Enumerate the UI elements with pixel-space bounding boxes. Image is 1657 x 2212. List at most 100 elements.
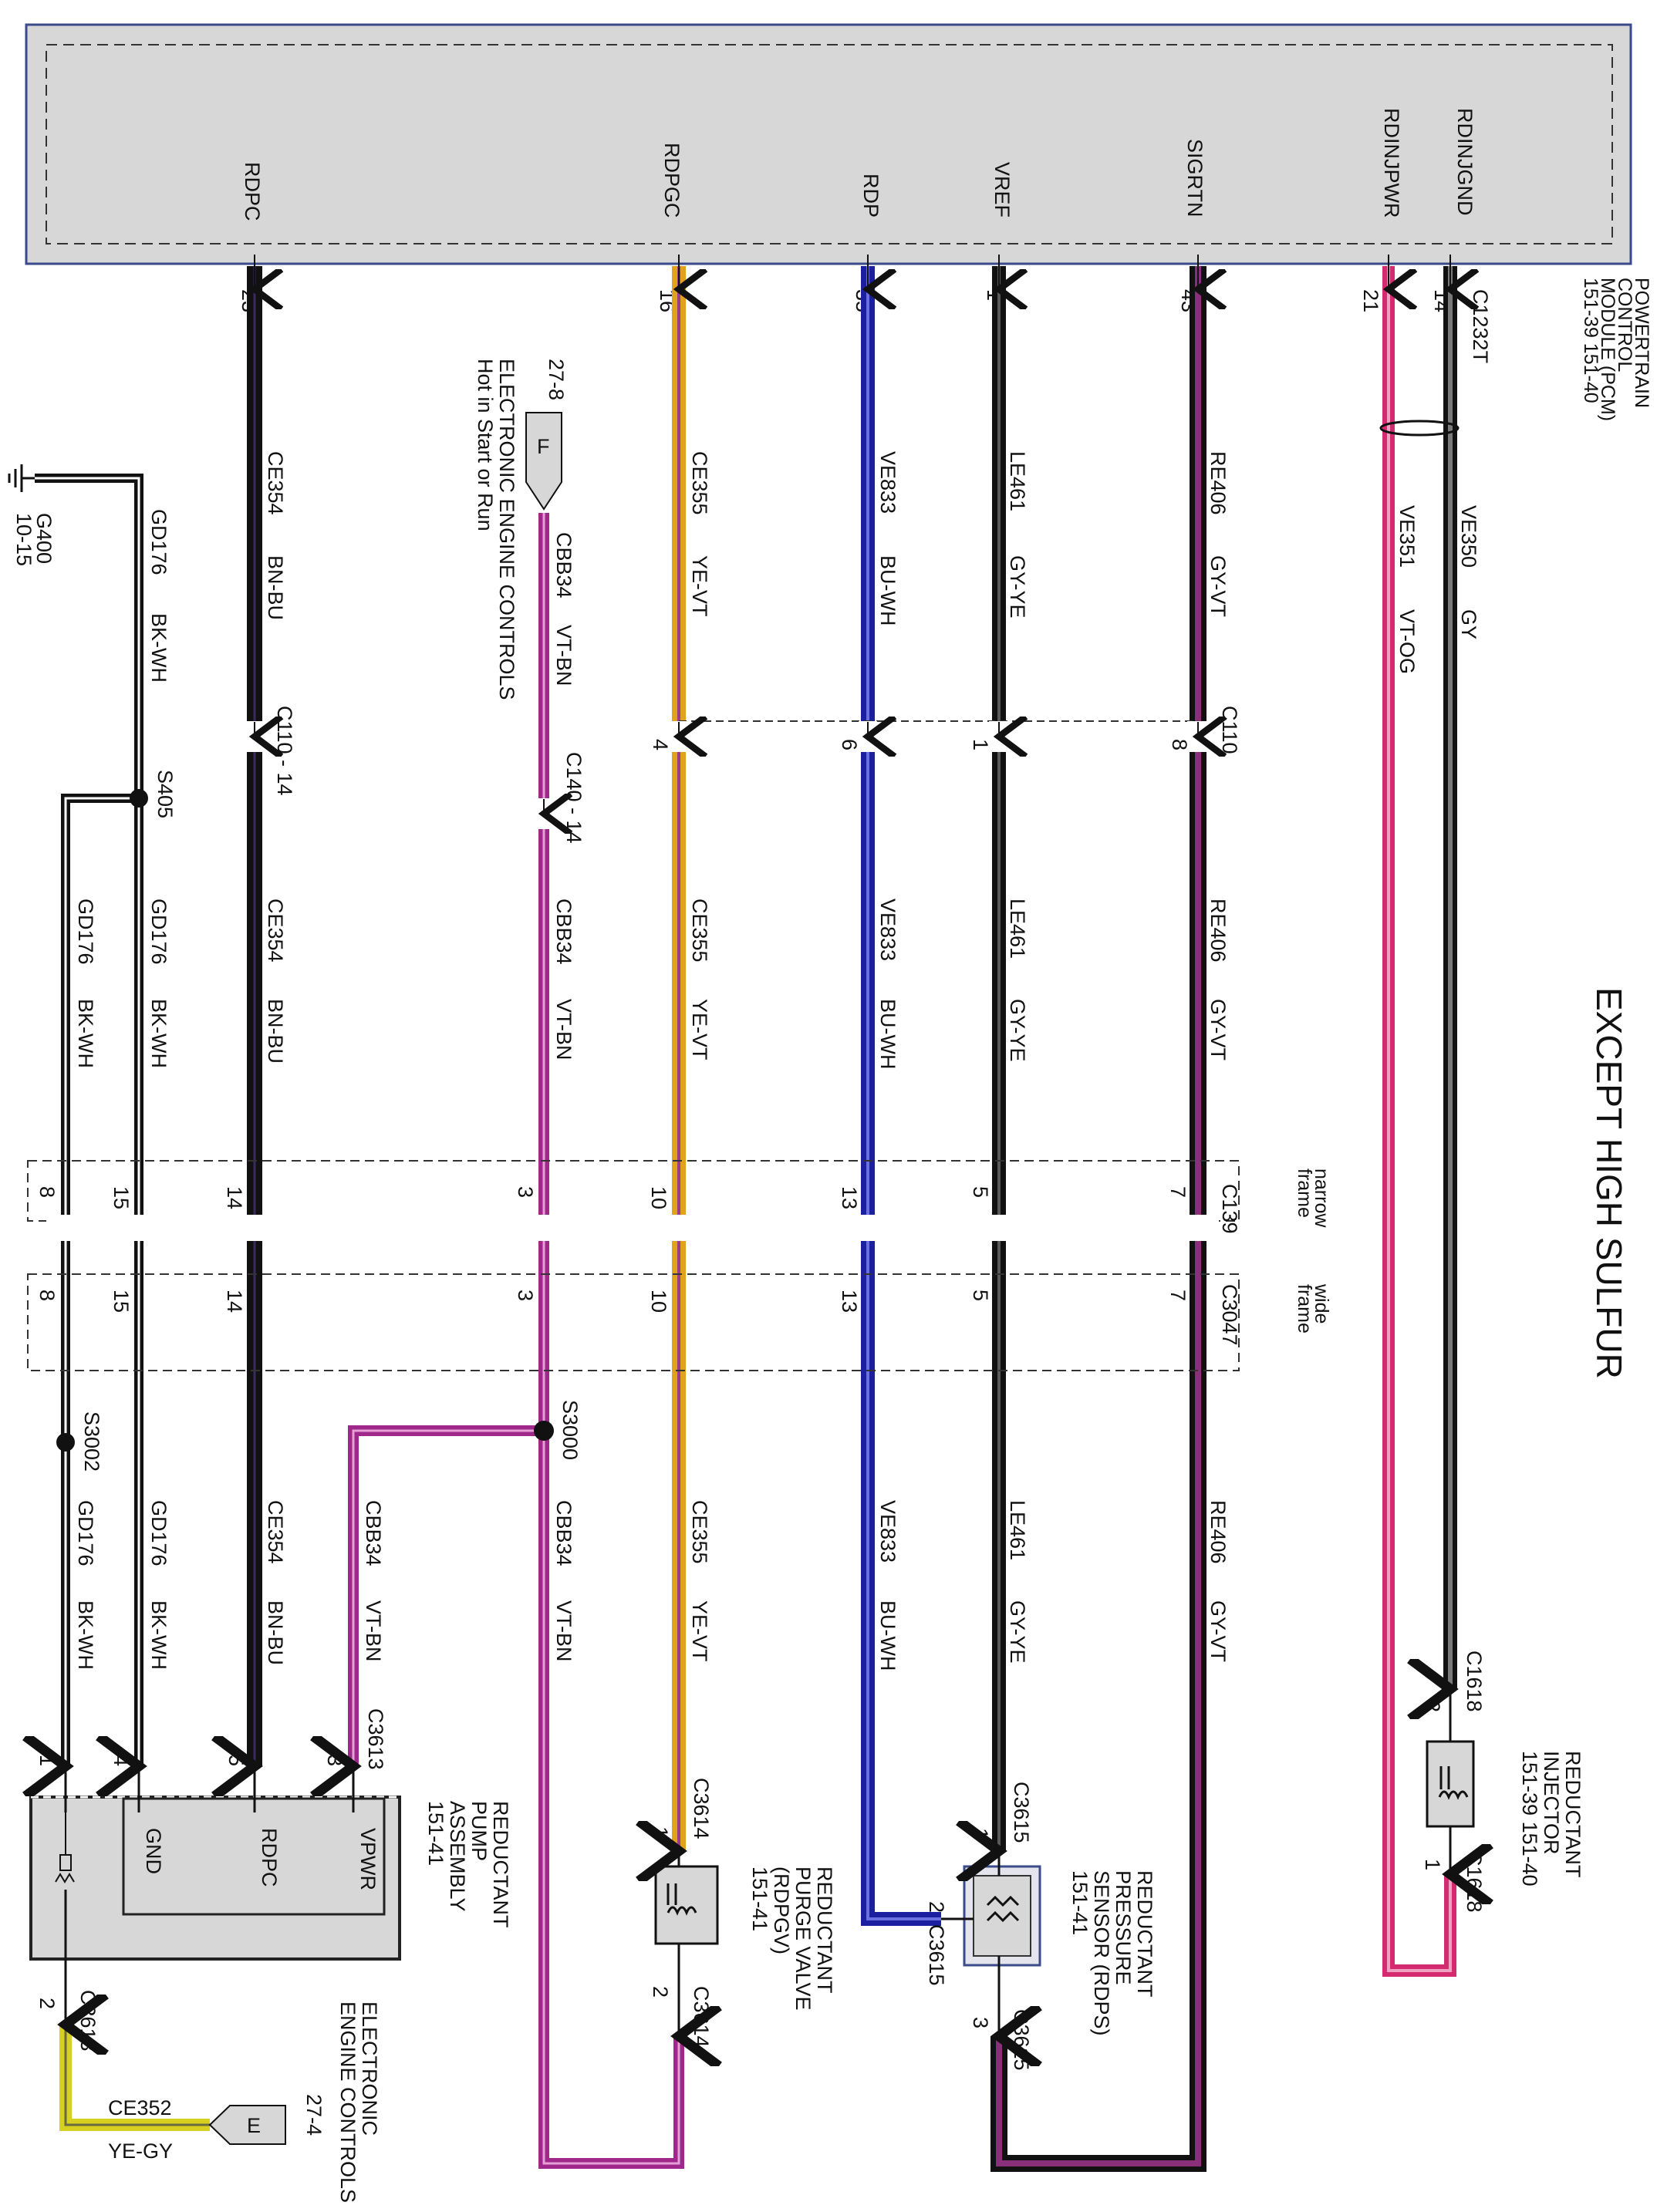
ground-g400-icon <box>8 464 35 492</box>
wire-ve833-color: BU-WH <box>876 1600 899 1671</box>
pin-label: 2 <box>925 1901 948 1913</box>
rdps-line-2: PRESSURE <box>1112 1870 1135 1985</box>
pin-label: 1 <box>1421 1859 1444 1870</box>
wire-ce354-color: BN-BU <box>264 999 287 1064</box>
connector-c110-label: C110 <box>1218 706 1241 754</box>
connector-c3614-label: C3614 <box>690 1986 713 2048</box>
splice-s3000-label: S3000 <box>559 1400 582 1460</box>
splice-s3000 <box>534 1421 554 1441</box>
ground-g400-page: 10-15 <box>12 513 35 566</box>
wire-gd176-circuit: GD176 <box>147 899 170 965</box>
diagram-title: EXCEPT HIGH SULFUR <box>1589 987 1629 1379</box>
wire-ce352-circuit: CE352 <box>108 2096 172 2119</box>
pcm-pin-number: 21 <box>1359 289 1382 312</box>
wire-ce352-color: YE-GY <box>108 2140 173 2163</box>
pin-label: 1 <box>969 1828 992 1839</box>
splice-s405-label: S405 <box>154 770 177 818</box>
wire-cbb34-circuit: CBB34 <box>362 1500 385 1566</box>
wire-gd176-circuit: GD176 <box>147 509 170 575</box>
pcm-pin-rdinjpwr: RDINJPWR <box>1380 108 1403 218</box>
reductant-pressure-sensor-label: REDUCTANT PRESSURE SENSOR (RDPS) 151-41 <box>1068 1870 1156 2036</box>
pcm-name-line-2: CONTROL <box>1614 278 1635 372</box>
pcm-name-line-4: 151-39 151-40 <box>1580 278 1601 403</box>
reductant-purge-valve <box>656 1851 717 2036</box>
wire-ce354-circuit: CE354 <box>264 899 287 963</box>
pin-label: 7 <box>1166 1290 1190 1301</box>
wire-ve833-color: BU-WH <box>876 999 899 1069</box>
connector-c139 <box>27 1160 1240 1241</box>
wire-le461-circuit: LE461 <box>1006 451 1029 511</box>
wire-ce354-color: BN-BU <box>264 555 287 620</box>
pcm-name-line-3: MODULE (PCM) <box>1597 278 1618 421</box>
frame-narrow-line-2: frame <box>1294 1168 1315 1218</box>
wire-gd176-circuit: GD176 <box>147 1500 170 1566</box>
frame-wide-line-1: wide <box>1311 1283 1332 1323</box>
injector-line-3: 151-39 151-40 <box>1518 1751 1541 1887</box>
reference-e-line-1: ELECTRONIC <box>358 2001 381 2136</box>
rdpgv-line-3: (RDPGV) <box>770 1866 793 1954</box>
pump-pin-rdpc: RDPC <box>258 1828 281 1887</box>
wire-gd176-circuit: GD176 <box>74 899 97 965</box>
pin-label: 3 <box>514 1290 537 1301</box>
connector-c3615-label: C3615 <box>1010 2009 1033 2071</box>
rdps-line-1: REDUCTANT <box>1133 1870 1156 1998</box>
wire-ce355-color: YE-VT <box>688 555 711 617</box>
wire-ce354-color: BN-BU <box>264 1600 287 1665</box>
reference-e-letter: E <box>247 2114 261 2137</box>
reductant-injector-label: REDUCTANT INJECTOR 151-39 151-40 <box>1518 1751 1584 1887</box>
reductant-pump-assembly <box>31 1766 401 2025</box>
wire-re406-color: GY-VT <box>1206 999 1230 1060</box>
wire-ve350-circuit: VE350 <box>1457 505 1480 568</box>
pin-label: 8 <box>35 1290 59 1301</box>
pin-label: 1 <box>35 1755 59 1766</box>
connector-c110-14-label: C110 - 14 <box>273 706 296 796</box>
rdpgv-line-2: PURGE VALVE <box>791 1866 815 2011</box>
pin-label: 6 <box>838 739 861 750</box>
reference-f-label: ELECTRONIC ENGINE CONTROLS Hot in Start … <box>474 359 518 700</box>
wire-ce355-circuit: CE355 <box>688 899 711 963</box>
wire-ce355-color: YE-VT <box>688 999 711 1060</box>
wire-le461-color: GY-YE <box>1006 555 1029 619</box>
connector-c139-label: C139 <box>1218 1184 1241 1234</box>
wire-gd176 <box>35 474 143 1766</box>
reference-f-letter: F <box>537 435 550 458</box>
wire-gd176-color: BK-WH <box>147 999 170 1068</box>
connector-c3047-label: C3047 <box>1218 1284 1241 1346</box>
wire-gd176-color: BK-WH <box>74 999 97 1068</box>
wire-ve833-circuit: VE833 <box>876 451 899 514</box>
wire-le461-circuit: LE461 <box>1006 899 1029 959</box>
reductant-pump-assembly-label: REDUCTANT PUMP ASSEMBLY 151-41 <box>424 1801 512 1928</box>
pump-line-3: ASSEMBLY <box>446 1801 469 1912</box>
wire-cbb34-circuit: CBB34 <box>552 532 575 599</box>
ground-g400-label: G400 <box>32 513 56 564</box>
reference-e-label: ELECTRONIC ENGINE CONTROLS <box>336 2001 381 2203</box>
pin-label: 5 <box>969 1186 992 1198</box>
pin-label: 10 <box>647 1186 670 1209</box>
connector-c3047 <box>27 1273 1240 1371</box>
pump-line-1: REDUCTANT <box>489 1801 512 1928</box>
wire-ce352 <box>59 2025 210 2131</box>
wire-cbb34-color: VT-BN <box>552 999 575 1060</box>
pump-line-2: PUMP <box>467 1801 491 1861</box>
pin-label: 4 <box>649 739 672 750</box>
pcm-connector-label: C1232T <box>1469 289 1492 363</box>
pump-pin-vpwr: VPWR <box>356 1828 380 1890</box>
pcm-pin-rdpgc: RDPGC <box>660 143 683 218</box>
wire-re406-circuit: RE406 <box>1206 451 1230 515</box>
wire-cbb34-color: VT-BN <box>362 1600 385 1662</box>
wire-ve833-color: BU-WH <box>876 555 899 625</box>
connector-c3615-label: C3615 <box>1010 1782 1033 1843</box>
reductant-pressure-sensor <box>941 1851 1040 2036</box>
wire-ce354-circuit: CE354 <box>264 451 287 515</box>
pcm-module: RDINJGND RDINJPWR SIGRTN VREF RDP RDPGC … <box>25 23 1632 265</box>
reference-e-icon: E <box>208 2105 286 2145</box>
wire-cbb34-circuit: CBB34 <box>552 1500 575 1566</box>
pin-label: 1 <box>649 1826 672 1838</box>
rdps-line-3: SENSOR (RDPS) <box>1090 1870 1113 2036</box>
wire-cbb34-color: VT-BN <box>552 625 575 686</box>
pin-label: 2 <box>35 1998 59 2009</box>
pin-label: 15 <box>110 1290 133 1313</box>
reference-f-line-1: ELECTRONIC ENGINE CONTROLS <box>495 359 518 700</box>
wire-re406-circuit: RE406 <box>1206 899 1230 963</box>
reductant-injector <box>1427 1689 1473 1874</box>
